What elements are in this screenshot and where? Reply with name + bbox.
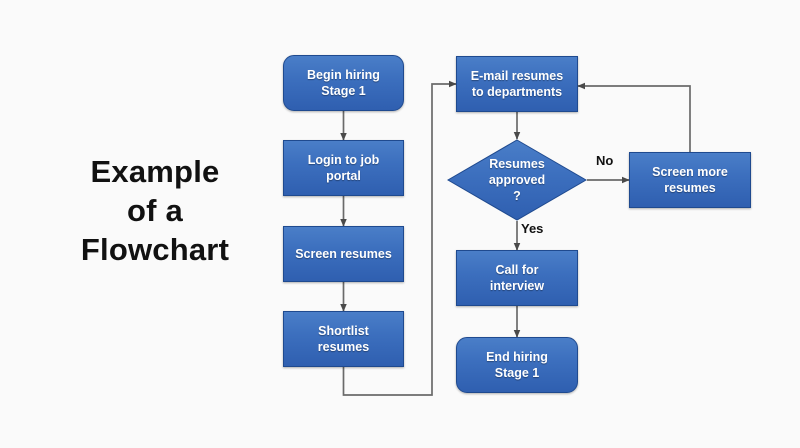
node-shortlist-resumes[interactable]: Shortlist resumes: [283, 311, 404, 367]
node-login-to-job-portal[interactable]: Login to job portal: [283, 140, 404, 196]
node-call-line-2: interview: [489, 279, 545, 293]
node-screen-more-line-1: Screen more: [652, 165, 728, 179]
node-email-resumes[interactable]: E-mail resumes to departments: [456, 56, 578, 112]
node-begin-hiring-line-2: Stage 1: [321, 84, 366, 98]
node-end-hiring-line-1: End hiring: [486, 350, 548, 364]
node-end-hiring-line-2: Stage 1: [494, 366, 540, 380]
edge-label-yes: Yes: [521, 221, 544, 236]
node-login-line-1: Login to job: [307, 153, 380, 167]
node-decision-line-2: approved: [488, 172, 546, 187]
node-decision-line-1: Resumes: [489, 156, 545, 171]
node-decision-resumes-approved[interactable]: Resumes approved ?: [447, 139, 587, 221]
node-email-line-2: to departments: [471, 85, 563, 99]
node-login-line-2: portal: [326, 169, 361, 183]
node-call-for-interview[interactable]: Call for interview: [456, 250, 578, 306]
page-title-line-1: Example: [90, 154, 220, 189]
node-end-hiring[interactable]: End hiring Stage 1: [456, 337, 578, 393]
node-screen-resumes[interactable]: Screen resumes: [283, 226, 404, 282]
node-decision-line-3: ?: [513, 189, 521, 204]
node-begin-hiring-line-1: Begin hiring: [307, 68, 380, 82]
node-shortlist-line-1: Shortlist: [318, 324, 369, 338]
connector-screen-more-to-email: [577, 82, 691, 152]
node-shortlist-line-2: resumes: [317, 340, 370, 354]
node-begin-hiring[interactable]: Begin hiring Stage 1: [283, 55, 404, 111]
page-title: Example of a Flowchart: [40, 152, 270, 269]
node-email-line-1: E-mail resumes: [470, 69, 564, 83]
edge-label-no: No: [596, 153, 614, 168]
diamond-shape: [447, 139, 587, 221]
page-title-line-3: Flowchart: [80, 232, 230, 268]
page-title-line-2: of a: [127, 193, 183, 229]
node-screen-resumes-line-1: Screen resumes: [295, 247, 392, 261]
node-screen-more-line-2: resumes: [664, 181, 716, 195]
node-screen-more-resumes[interactable]: Screen more resumes: [629, 152, 751, 208]
node-call-line-1: Call for: [495, 263, 539, 277]
